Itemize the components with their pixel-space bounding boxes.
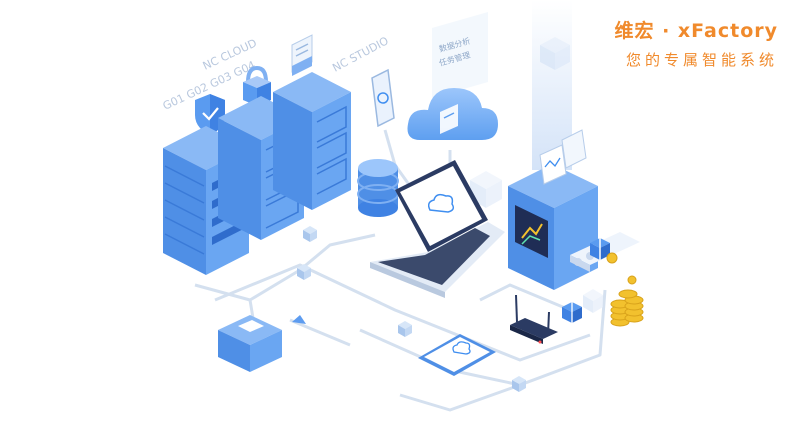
server-rack-3 (273, 72, 351, 210)
laptop-icon (370, 160, 505, 298)
brand-subtitle: 您的专属智能系统 (625, 51, 778, 69)
tablet-icon (418, 334, 496, 376)
phone-icon (371, 68, 395, 128)
nc-studio-label: NC STUDIO (330, 34, 391, 75)
router-icon (510, 294, 558, 344)
info-panel: 数据分析 任务管理 (432, 12, 488, 98)
network-nodes (292, 177, 526, 392)
database-icon (357, 159, 399, 217)
document-icon (291, 34, 313, 76)
cloud-icon (407, 88, 498, 140)
factory-machine-icon (508, 0, 598, 290)
brand-title: 维宏 · xFactory (614, 20, 778, 42)
network-lines (194, 129, 607, 412)
device-box-icon (218, 315, 282, 372)
brand-block: 维宏 · xFactory 您的专属智能系统 (578, 18, 778, 72)
gift-box-icon (562, 302, 582, 323)
shield-icon (195, 94, 225, 135)
gold-coins-icon (606, 252, 644, 327)
